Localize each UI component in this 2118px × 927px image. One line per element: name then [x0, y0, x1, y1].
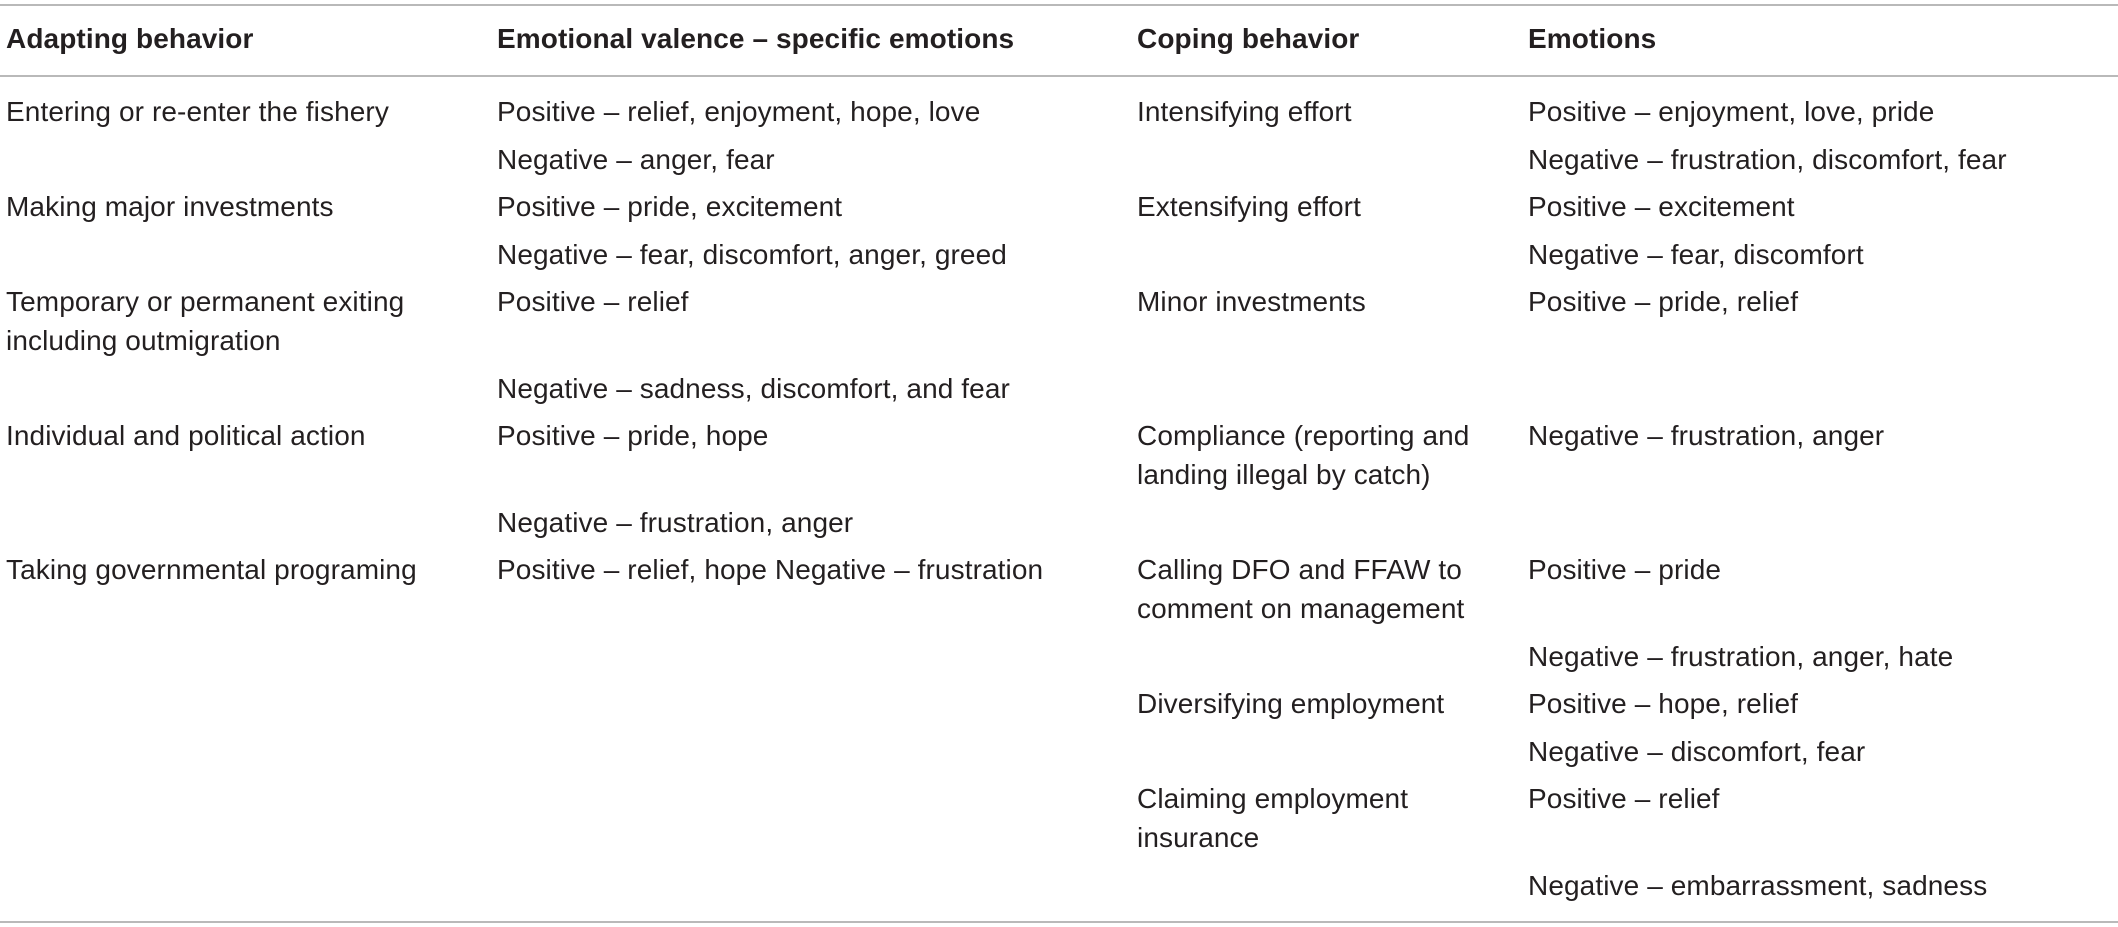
emotions-positive-cell: Positive – hope, relief — [1528, 688, 1799, 719]
coping-behavior-cell: Claiming employment insurance — [1137, 783, 1409, 853]
coping-behavior-cell: Compliance (reporting and landing illega… — [1137, 420, 1470, 490]
table-bottom-rule — [0, 921, 2118, 923]
adapting-behavior-cell: Making major investments — [6, 191, 334, 222]
table-top-rule — [0, 4, 2118, 6]
header-emotional-valence: Emotional valence – specific emotions — [497, 23, 1015, 54]
table-header-rule — [0, 75, 2118, 77]
header-coping-behavior: Coping behavior — [1137, 23, 1360, 54]
emotions-negative-cell: Negative – fear, discomfort — [1528, 239, 1864, 270]
valence-negative-cell: Negative – sadness, discomfort, and fear — [497, 373, 1010, 404]
valence-positive-cell: Positive – pride, excitement — [497, 191, 843, 222]
valence-negative-cell: Negative – fear, discomfort, anger, gree… — [497, 239, 1007, 270]
emotions-positive-cell: Positive – pride — [1528, 554, 1722, 585]
emotions-positive-cell: Positive – pride, relief — [1528, 286, 1799, 317]
coping-behavior-cell: Extensifying effort — [1137, 191, 1361, 222]
emotions-negative-cell: Negative – embarrassment, sadness — [1528, 870, 1988, 901]
emotions-negative-cell: Negative – frustration, discomfort, fear — [1528, 144, 2007, 175]
valence-positive-cell: Positive – pride, hope — [497, 420, 769, 451]
emotions-negative-cell: Negative – frustration, anger — [1528, 420, 1885, 451]
coping-behavior-cell: Diversifying employment — [1137, 688, 1445, 719]
header-adapting-behavior: Adapting behavior — [6, 23, 254, 54]
emotions-positive-cell: Positive – excitement — [1528, 191, 1795, 222]
coping-behavior-cell: Calling DFO and FFAW to comment on manag… — [1137, 554, 1465, 624]
coping-behavior-cell: Minor investments — [1137, 286, 1366, 317]
header-emotions: Emotions — [1528, 23, 1657, 54]
emotions-negative-cell: Negative – discomfort, fear — [1528, 736, 1866, 767]
valence-positive-cell: Positive – relief — [497, 286, 689, 317]
adapting-behavior-cell: Individual and political action — [6, 420, 366, 451]
valence-negative-cell: Negative – frustration, anger — [497, 507, 854, 538]
adapting-behavior-cell: Entering or re-enter the fishery — [6, 96, 389, 127]
valence-positive-cell: Positive – relief, enjoyment, hope, love — [497, 96, 981, 127]
adapting-behavior-cell: Temporary or permanent exiting including… — [6, 286, 405, 356]
emotions-negative-cell: Negative – frustration, anger, hate — [1528, 641, 1954, 672]
valence-positive-cell: Positive – relief, hope Negative – frust… — [497, 554, 1044, 585]
emotions-positive-cell: Positive – enjoyment, love, pride — [1528, 96, 1935, 127]
valence-negative-cell: Negative – anger, fear — [497, 144, 775, 175]
coping-behavior-cell: Intensifying effort — [1137, 96, 1352, 127]
emotions-positive-cell: Positive – relief — [1528, 783, 1720, 814]
adapting-behavior-cell: Taking governmental programing — [6, 554, 417, 585]
